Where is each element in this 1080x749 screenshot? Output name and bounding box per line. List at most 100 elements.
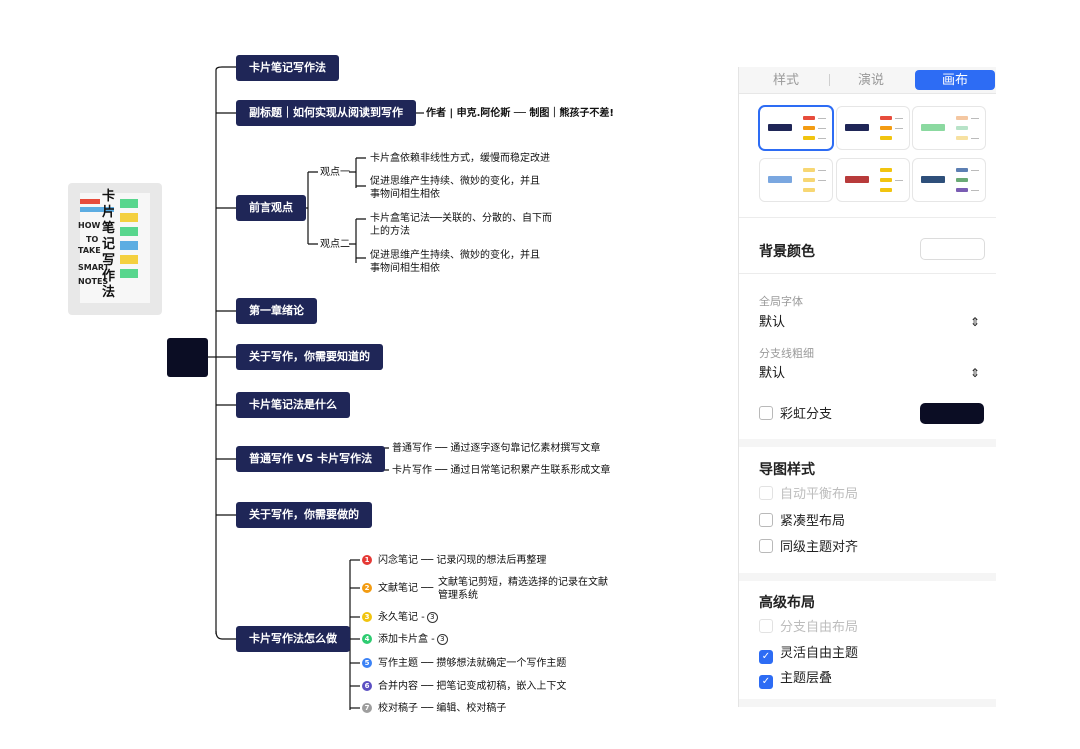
rainbow-branch-checkbox[interactable]: 彩虹分支: [759, 405, 832, 423]
compare-normal[interactable]: 普通写作 ── 通过逐字逐句靠记忆素材撰写文章: [392, 443, 601, 454]
flexible-topic-checkbox[interactable]: ✓灵活自由主题: [759, 644, 859, 664]
background-color-swatch[interactable]: [920, 238, 985, 260]
topic-card-notes-writing[interactable]: 卡片笔记写作法: [236, 55, 339, 81]
topic-need-to-know[interactable]: 关于写作，你需要知道的: [236, 344, 383, 370]
cover-color-block: [120, 269, 138, 278]
theme-branch: [956, 168, 968, 172]
cover-color-block: [120, 213, 138, 222]
theme-thumbnail[interactable]: [913, 159, 985, 201]
cover-color-block: [120, 227, 138, 236]
subtitle-detail[interactable]: 作者 | 申克.阿伦斯 ── 制图｜熊孩子不差!: [426, 108, 614, 119]
tab-presentation[interactable]: 演说: [857, 72, 884, 87]
theme-branch: [956, 116, 968, 120]
divider: [739, 699, 996, 707]
cover-word: HOW: [78, 221, 101, 230]
preface-view1[interactable]: 观点一: [320, 167, 350, 178]
compact-layout-checkbox[interactable]: 紧凑型布局: [759, 512, 845, 530]
topic-what-is-card-notes[interactable]: 卡片笔记法是什么: [236, 392, 350, 418]
cover-word: NOTES: [78, 277, 109, 286]
theme-line: [818, 170, 826, 171]
theme-line: [818, 118, 826, 119]
step-5[interactable]: 写作主题 ── 攒够想法就确定一个写作主题: [378, 658, 567, 669]
branch-width-value: 默认: [759, 365, 786, 380]
step-4[interactable]: 添加卡片盒 -3: [378, 633, 448, 646]
cover-color-block: [120, 241, 138, 250]
step-6[interactable]: 合并内容 ── 把笔记变成初稿，嵌入上下文: [378, 681, 567, 692]
theme-branch: [803, 168, 815, 172]
step-1[interactable]: 闪念笔记 ── 记录闪现的想法后再整理: [378, 555, 547, 566]
step-2-detail[interactable]: 文献笔记剪短，精选选择的记录在文献管理系统: [438, 577, 608, 601]
branch-width-label: 分支线粗细: [759, 348, 814, 360]
theme-branch: [956, 136, 968, 140]
theme-branch: [880, 126, 892, 130]
preface-view1-b[interactable]: 促进思维产生持续、微妙的变化，并且事物间相生相依: [370, 176, 540, 200]
theme-branch: [956, 178, 968, 182]
canvas-settings-panel: 样式 演说 画布: [738, 67, 996, 707]
preface-view1-a[interactable]: 卡片盒依赖非线性方式，缓慢而稳定改进: [370, 153, 550, 164]
topic-compare[interactable]: 普通写作 VS 卡片写作法: [236, 446, 386, 472]
theme-branch: [880, 136, 892, 140]
advanced-layout-title: 高级布局: [759, 594, 815, 610]
theme-branch: [880, 168, 892, 172]
theme-central: [768, 176, 792, 183]
step-badge-6: 6: [362, 681, 372, 691]
align-siblings-checkbox[interactable]: 同级主题对齐: [759, 538, 858, 556]
theme-thumbnail[interactable]: [837, 159, 909, 201]
overlap-label: 主题层叠: [780, 670, 833, 685]
flexible-label: 灵活自由主题: [780, 645, 859, 660]
theme-line: [971, 138, 979, 139]
theme-branch: [880, 188, 892, 192]
theme-line: [971, 170, 979, 171]
divider: [739, 217, 996, 218]
auto-balance-checkbox[interactable]: 自动平衡布局: [759, 485, 858, 503]
theme-thumbnail[interactable]: [837, 107, 909, 149]
divider: [739, 573, 996, 581]
rainbow-color-swatch[interactable]: [920, 403, 984, 424]
branch-width-select[interactable]: 默认 ⇕: [759, 363, 984, 383]
topic-overlap-checkbox[interactable]: ✓主题层叠: [759, 669, 833, 689]
theme-central: [768, 124, 792, 131]
topic-chapter1[interactable]: 第一章绪论: [236, 298, 317, 324]
free-branch-checkbox[interactable]: 分支自由布局: [759, 618, 858, 636]
tab-canvas[interactable]: 画布: [915, 70, 995, 90]
topic-preface[interactable]: 前言观点: [236, 195, 306, 221]
step-badge-4: 4: [362, 634, 372, 644]
theme-branch: [803, 126, 815, 130]
checkbox-icon: [759, 539, 773, 553]
compare-card[interactable]: 卡片写作 ── 通过日常笔记积累产生联系形成文章: [392, 465, 611, 476]
theme-central: [845, 124, 869, 131]
theme-thumbnail[interactable]: [913, 107, 985, 149]
select-arrows-icon: ⇕: [969, 366, 980, 380]
theme-line: [818, 180, 826, 181]
collapsed-count-icon[interactable]: 3: [426, 611, 438, 623]
topic-subtitle[interactable]: 副标题｜如何实现从阅读到写作: [236, 100, 416, 126]
tab-divider: [829, 74, 830, 86]
preface-view2[interactable]: 观点二: [320, 239, 350, 250]
step-2[interactable]: 文献笔记 ──: [378, 583, 434, 594]
step-3[interactable]: 永久笔记 -3: [378, 611, 438, 624]
cover-word: TAKE: [78, 246, 101, 255]
theme-thumbnail[interactable]: [760, 107, 832, 149]
global-font-select[interactable]: 默认⇕: [759, 312, 984, 332]
compact-label: 紧凑型布局: [780, 513, 846, 528]
panel-tabs: 样式 演说 画布: [739, 67, 996, 94]
step-7[interactable]: 校对稿子 ── 编辑、校对稿子: [378, 703, 507, 714]
topic-how-to[interactable]: 卡片写作法怎么做: [236, 626, 350, 652]
preface-view2-a[interactable]: 卡片盒笔记法──关联的、分散的、自下而上的方法: [370, 213, 553, 237]
preface-view2-b[interactable]: 促进思维产生持续、微妙的变化，并且事物间相生相依: [370, 250, 540, 274]
map-style-title: 导图样式: [759, 461, 815, 477]
theme-branch: [803, 116, 815, 120]
central-topic[interactable]: [167, 338, 208, 377]
topic-need-to-do[interactable]: 关于写作，你需要做的: [236, 502, 372, 528]
collapsed-count-icon[interactable]: 3: [436, 633, 448, 645]
theme-branch: [803, 188, 815, 192]
tab-style[interactable]: 样式: [772, 72, 799, 87]
step-badge-3: 3: [362, 612, 372, 622]
theme-thumbnail[interactable]: [760, 159, 832, 201]
global-font-label: 全局字体: [759, 296, 803, 308]
step-3-label: 永久笔记 -: [378, 612, 425, 623]
cover-color-block: [120, 199, 138, 208]
mindmap-canvas[interactable]: HOW TO TAKE SMART NOTES 卡片笔记写作法 卡片笔记写作法 …: [0, 0, 735, 749]
step-badge-2: 2: [362, 583, 372, 593]
theme-line: [971, 190, 979, 191]
